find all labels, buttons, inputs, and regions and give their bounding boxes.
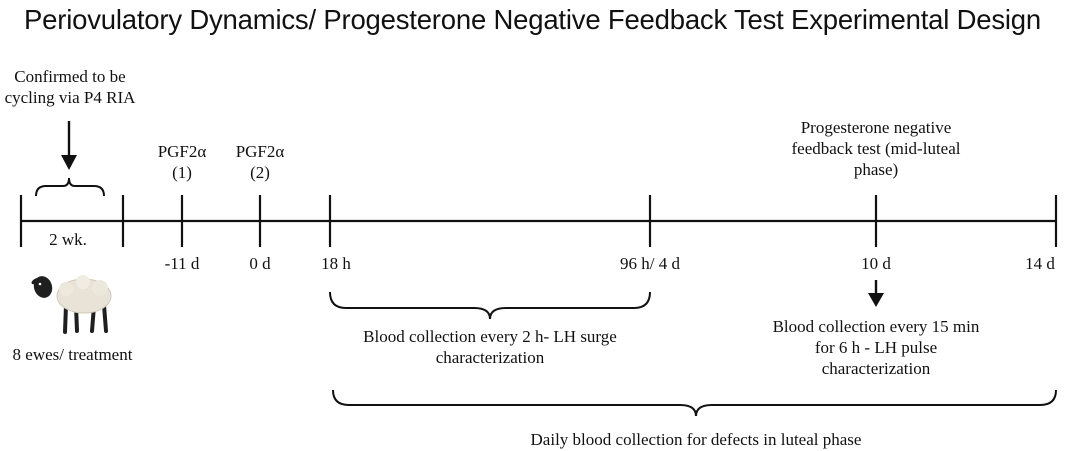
cycling-label-line1: Confirmed to be bbox=[14, 67, 126, 86]
pgf1-label-line2: (1) bbox=[172, 163, 192, 182]
cycling-label-line2: cycling via P4 RIA bbox=[4, 88, 136, 107]
diagram-title: Periovulatory Dynamics/ Progesterone Neg… bbox=[24, 4, 1041, 35]
lh-pulse-line2: for 6 h - LH pulse bbox=[814, 338, 938, 357]
timepoint-2wk: 2 wk. bbox=[49, 230, 87, 249]
sheep-icon bbox=[31, 275, 112, 334]
progesterone-test-line2: feedback test (mid-luteal bbox=[791, 139, 961, 158]
timepoint-18h: 18 h bbox=[321, 254, 351, 273]
cycling-arrow bbox=[61, 121, 77, 170]
daily-collection-label: Daily blood collection for defects in lu… bbox=[530, 430, 862, 449]
lh-surge-line2: characterization bbox=[435, 348, 545, 367]
lh-pulse-line3: characterization bbox=[821, 359, 931, 378]
pgf2-label-line1: PGF2α bbox=[235, 142, 285, 161]
progesterone-test-line1: Progesterone negative bbox=[800, 118, 952, 137]
lh-surge-line1: Blood collection every 2 h- LH surge bbox=[363, 327, 617, 346]
timepoint-10d: 10 d bbox=[861, 254, 891, 273]
pgf2-label-line2: (2) bbox=[250, 163, 270, 182]
brace-lh-surge bbox=[329, 291, 651, 320]
ewes-label: 8 ewes/ treatment bbox=[12, 345, 133, 364]
brace-daily bbox=[332, 389, 1057, 417]
brace-2wk bbox=[35, 177, 105, 197]
timepoint-0d: 0 d bbox=[249, 254, 271, 273]
progesterone-test-line3: phase) bbox=[853, 160, 899, 179]
timepoint-14d: 14 d bbox=[1025, 254, 1055, 273]
timepoint-minus-11d: -11 d bbox=[164, 254, 200, 273]
lh-pulse-arrow bbox=[868, 280, 884, 307]
timepoint-96h: 96 h/ 4 d bbox=[620, 254, 680, 273]
lh-pulse-line1: Blood collection every 15 min bbox=[772, 317, 980, 336]
pgf1-label-line1: PGF2α bbox=[157, 142, 207, 161]
